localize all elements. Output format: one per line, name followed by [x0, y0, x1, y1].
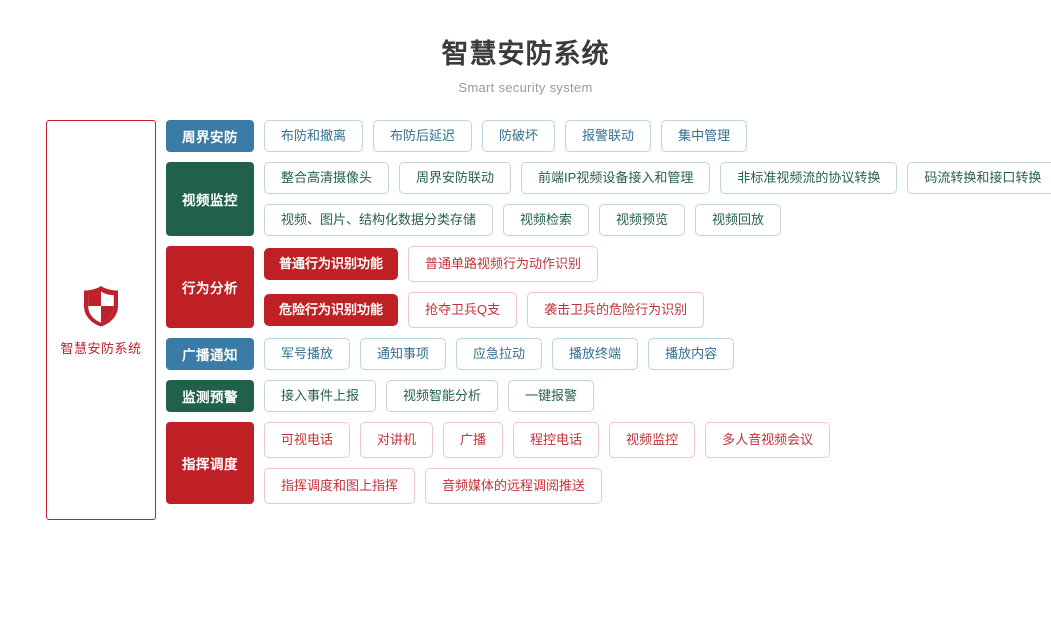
category-items: 军号播放通知事项应急拉动播放终端播放内容	[264, 338, 1051, 371]
feature-chip[interactable]: 周界安防联动	[399, 162, 512, 195]
feature-chip[interactable]: 前端IP视频设备接入和管理	[521, 162, 711, 195]
shield-icon	[81, 284, 121, 328]
feature-chip[interactable]: 通知事项	[360, 338, 447, 371]
feature-chip[interactable]: 整合高清摄像头	[264, 162, 390, 195]
category-block[interactable]: 指挥调度	[166, 422, 254, 505]
feature-chip[interactable]: 指挥调度和图上指挥	[264, 468, 416, 505]
feature-chip[interactable]: 应急拉动	[456, 338, 543, 371]
item-line: 整合高清摄像头周界安防联动前端IP视频设备接入和管理非标准视频流的协议转换码流转…	[264, 162, 1051, 195]
feature-chip[interactable]: 播放终端	[552, 338, 639, 371]
feature-chip[interactable]: 可视电话	[264, 422, 351, 459]
category-block[interactable]: 视频监控	[166, 162, 254, 237]
category-row: 周界安防布防和撤离布防后延迟防破坏报警联动集中管理	[166, 120, 1051, 153]
category-row: 行为分析普通行为识别功能普通单路视频行为动作识别危险行为识别功能抢夺卫兵Q支袭击…	[166, 246, 1051, 329]
feature-chip[interactable]: 视频回放	[695, 204, 782, 237]
item-line: 军号播放通知事项应急拉动播放终端播放内容	[264, 338, 1051, 371]
feature-chip[interactable]: 一键报警	[508, 380, 595, 413]
category-block[interactable]: 广播通知	[166, 338, 254, 371]
feature-chip[interactable]: 视频监控	[609, 422, 696, 459]
category-items: 整合高清摄像头周界安防联动前端IP视频设备接入和管理非标准视频流的协议转换码流转…	[264, 162, 1051, 237]
feature-chip[interactable]: 接入事件上报	[264, 380, 377, 413]
category-rows: 周界安防布防和撤离布防后延迟防破坏报警联动集中管理视频监控整合高清摄像头周界安防…	[166, 120, 1051, 505]
feature-chip[interactable]: 布防后延迟	[373, 120, 473, 153]
feature-chip[interactable]: 军号播放	[264, 338, 351, 371]
system-panel-label: 智慧安防系统	[60, 340, 142, 356]
feature-chip[interactable]: 非标准视频流的协议转换	[720, 162, 898, 195]
category-row: 广播通知军号播放通知事项应急拉动播放终端播放内容	[166, 338, 1051, 371]
item-line: 可视电话对讲机广播程控电话视频监控多人音视频会议	[264, 422, 1051, 459]
feature-chip[interactable]: 音频媒体的远程调阅推送	[425, 468, 603, 505]
feature-chip[interactable]: 视频预览	[599, 204, 686, 237]
category-items: 布防和撤离布防后延迟防破坏报警联动集中管理	[264, 120, 1051, 153]
feature-chip[interactable]: 报警联动	[565, 120, 652, 153]
feature-chip[interactable]: 视频检索	[503, 204, 590, 237]
feature-chip[interactable]: 视频、图片、结构化数据分类存储	[264, 204, 494, 237]
category-row: 监测预警接入事件上报视频智能分析一键报警	[166, 380, 1051, 413]
item-line: 危险行为识别功能抢夺卫兵Q支袭击卫兵的危险行为识别	[264, 292, 1051, 329]
subcategory-chip[interactable]: 普通行为识别功能	[264, 248, 399, 281]
feature-chip[interactable]: 播放内容	[648, 338, 735, 371]
architecture-board: 智慧安防系统 周界安防布防和撤离布防后延迟防破坏报警联动集中管理视频监控整合高清…	[0, 120, 1051, 521]
feature-chip[interactable]: 多人音视频会议	[705, 422, 831, 459]
feature-chip[interactable]: 普通单路视频行为动作识别	[408, 246, 599, 283]
feature-chip[interactable]: 码流转换和接口转换	[907, 162, 1051, 195]
category-block[interactable]: 周界安防	[166, 120, 254, 153]
item-line: 视频、图片、结构化数据分类存储视频检索视频预览视频回放	[264, 204, 1051, 237]
category-block[interactable]: 行为分析	[166, 246, 254, 329]
item-line: 布防和撤离布防后延迟防破坏报警联动集中管理	[264, 120, 1051, 153]
feature-chip[interactable]: 对讲机	[360, 422, 434, 459]
item-line: 普通行为识别功能普通单路视频行为动作识别	[264, 246, 1051, 283]
feature-chip[interactable]: 视频智能分析	[386, 380, 499, 413]
feature-chip[interactable]: 集中管理	[661, 120, 748, 153]
category-items: 接入事件上报视频智能分析一键报警	[264, 380, 1051, 413]
category-row: 视频监控整合高清摄像头周界安防联动前端IP视频设备接入和管理非标准视频流的协议转…	[166, 162, 1051, 237]
feature-chip[interactable]: 广播	[443, 422, 504, 459]
category-items: 可视电话对讲机广播程控电话视频监控多人音视频会议指挥调度和图上指挥音频媒体的远程…	[264, 422, 1051, 505]
category-block[interactable]: 监测预警	[166, 380, 254, 413]
page-header: 智慧安防系统 Smart security system	[0, 0, 1051, 95]
system-panel: 智慧安防系统	[46, 120, 156, 521]
feature-chip[interactable]: 程控电话	[513, 422, 600, 459]
feature-chip[interactable]: 防破坏	[482, 120, 556, 153]
subcategory-chip[interactable]: 危险行为识别功能	[264, 294, 399, 327]
item-line: 接入事件上报视频智能分析一键报警	[264, 380, 1051, 413]
item-line: 指挥调度和图上指挥音频媒体的远程调阅推送	[264, 468, 1051, 505]
category-row: 指挥调度可视电话对讲机广播程控电话视频监控多人音视频会议指挥调度和图上指挥音频媒…	[166, 422, 1051, 505]
page-title: 智慧安防系统	[441, 39, 610, 69]
feature-chip[interactable]: 布防和撤离	[264, 120, 364, 153]
category-items: 普通行为识别功能普通单路视频行为动作识别危险行为识别功能抢夺卫兵Q支袭击卫兵的危…	[264, 246, 1051, 329]
feature-chip[interactable]: 袭击卫兵的危险行为识别	[527, 292, 705, 329]
page-subtitle: Smart security system	[458, 80, 593, 96]
feature-chip[interactable]: 抢夺卫兵Q支	[408, 292, 518, 329]
